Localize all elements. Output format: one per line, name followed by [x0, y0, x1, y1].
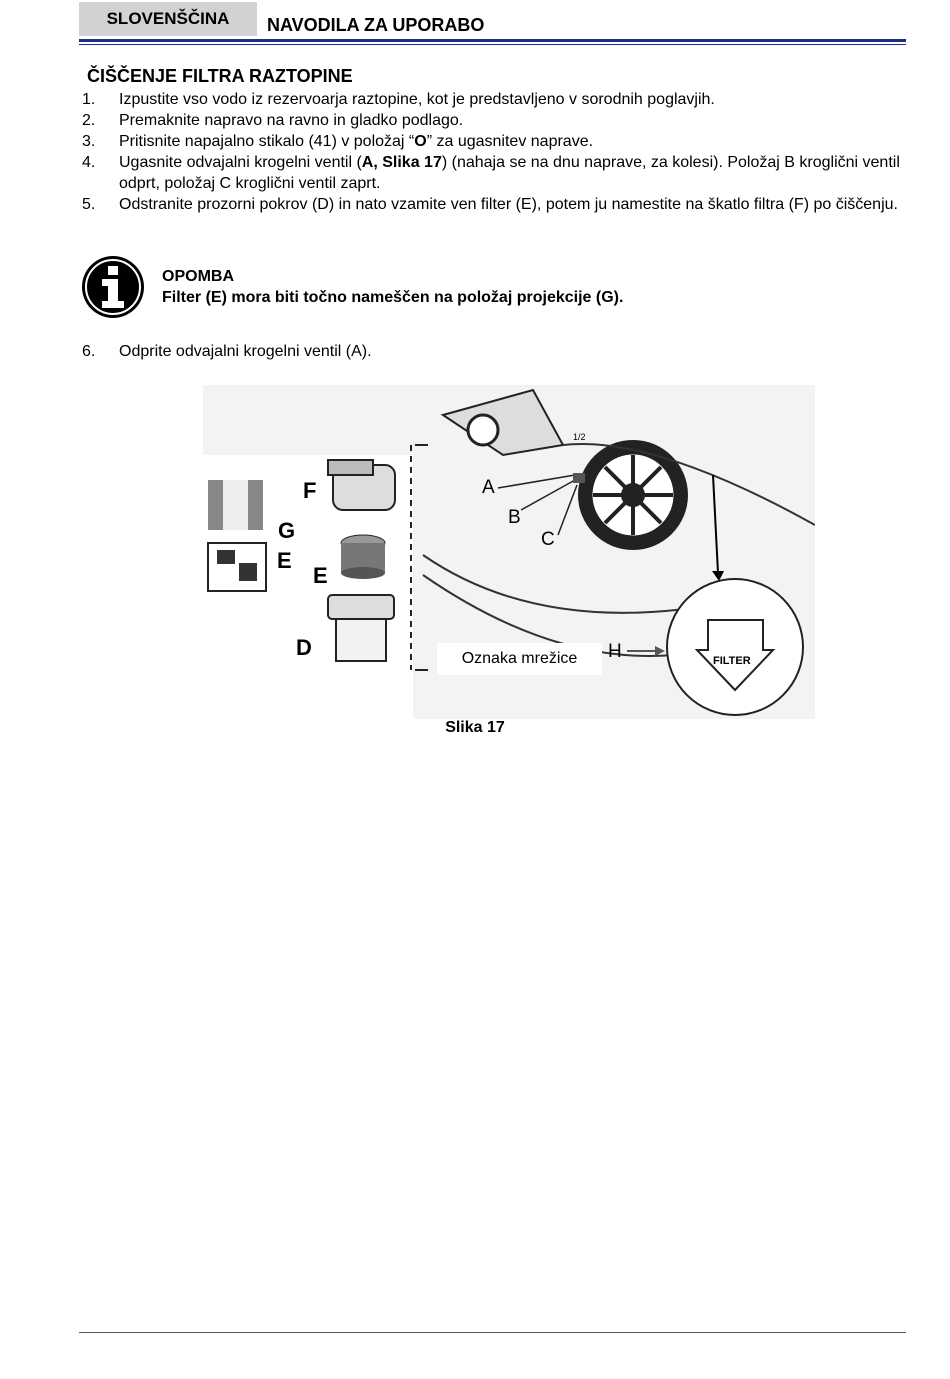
step-number: 1.	[82, 91, 96, 108]
label-H: H	[608, 641, 622, 662]
label-F: F	[303, 478, 316, 503]
step-text: Ugasnite odvajalni krogelni ventil (A, S…	[119, 152, 912, 194]
note-text: Filter (E) mora biti točno nameščen na p…	[162, 289, 624, 306]
step-number: 2.	[82, 112, 96, 129]
label-E: E	[313, 563, 328, 588]
figure-caption: Slika 17	[445, 719, 505, 736]
header-rule-thin	[79, 44, 906, 45]
list-item: 6. Odprite odvajalni krogelni ventil (A)…	[82, 343, 372, 361]
step-text-post: ) (nahaja se na dnu naprave, za kolesi).…	[119, 154, 900, 192]
step-text: Odprite odvajalni krogelni ventil (A).	[119, 343, 372, 360]
info-icon	[80, 254, 146, 320]
list-item: 4. Ugasnite odvajalni krogelni ventil (A…	[82, 152, 912, 194]
steps-list: 1. Izpustite vso vodo iz rezervoarja raz…	[82, 89, 912, 215]
figure-callout: Oznaka mrežice	[437, 643, 602, 675]
step-number: 5.	[82, 196, 96, 213]
label-D: D	[296, 635, 312, 660]
header-rule	[79, 39, 906, 42]
list-item: 3. Pritisnite napajalno stikalo (41) v p…	[82, 131, 912, 152]
step-text-bold: O	[414, 133, 427, 150]
label-A: A	[482, 477, 495, 498]
language-tab: SLOVENŠČINA	[79, 2, 257, 36]
filter-mark-label: FILTER	[713, 655, 751, 667]
note-heading: OPOMBA	[162, 268, 234, 285]
list-item: 2. Premaknite napravo na ravno in gladko…	[82, 110, 912, 131]
footer-rule	[79, 1332, 906, 1333]
step-text-post: ” za ugasnitev naprave.	[426, 133, 594, 150]
step-text: Pritisnite napajalno stikalo (41) v polo…	[119, 131, 912, 152]
step-text: Izpustite vso vodo iz rezervoarja raztop…	[119, 91, 715, 108]
document-title: NAVODILA ZA UPORABO	[267, 15, 485, 35]
label-B: B	[508, 507, 521, 528]
list-item: 5. Odstranite prozorni pokrov (D) in nat…	[82, 194, 912, 215]
figure-17: F G E E D A B C H 1/2 FILTER Oznaka mrež…	[203, 385, 816, 719]
label-G: G	[278, 518, 295, 543]
step-text-pre: Pritisnite napajalno stikalo (41) v polo…	[119, 133, 415, 150]
step-text: Premaknite napravo na ravno in gladko po…	[119, 112, 464, 129]
step-text-bold: A, Slika 17	[361, 154, 442, 171]
label-C: C	[541, 529, 555, 550]
list-item: 1. Izpustite vso vodo iz rezervoarja raz…	[82, 89, 912, 110]
label-half: 1/2	[573, 432, 586, 442]
step-text-pre: Ugasnite odvajalni krogelni ventil (	[119, 154, 362, 171]
step-number: 4.	[82, 154, 96, 171]
step-number: 6.	[82, 343, 96, 360]
step-text: Odstranite prozorni pokrov (D) in nato v…	[119, 196, 898, 213]
label-E: E	[277, 548, 292, 573]
section-title: ČIŠČENJE FILTRA RAZTOPINE	[87, 66, 353, 86]
step-number: 3.	[82, 133, 96, 150]
